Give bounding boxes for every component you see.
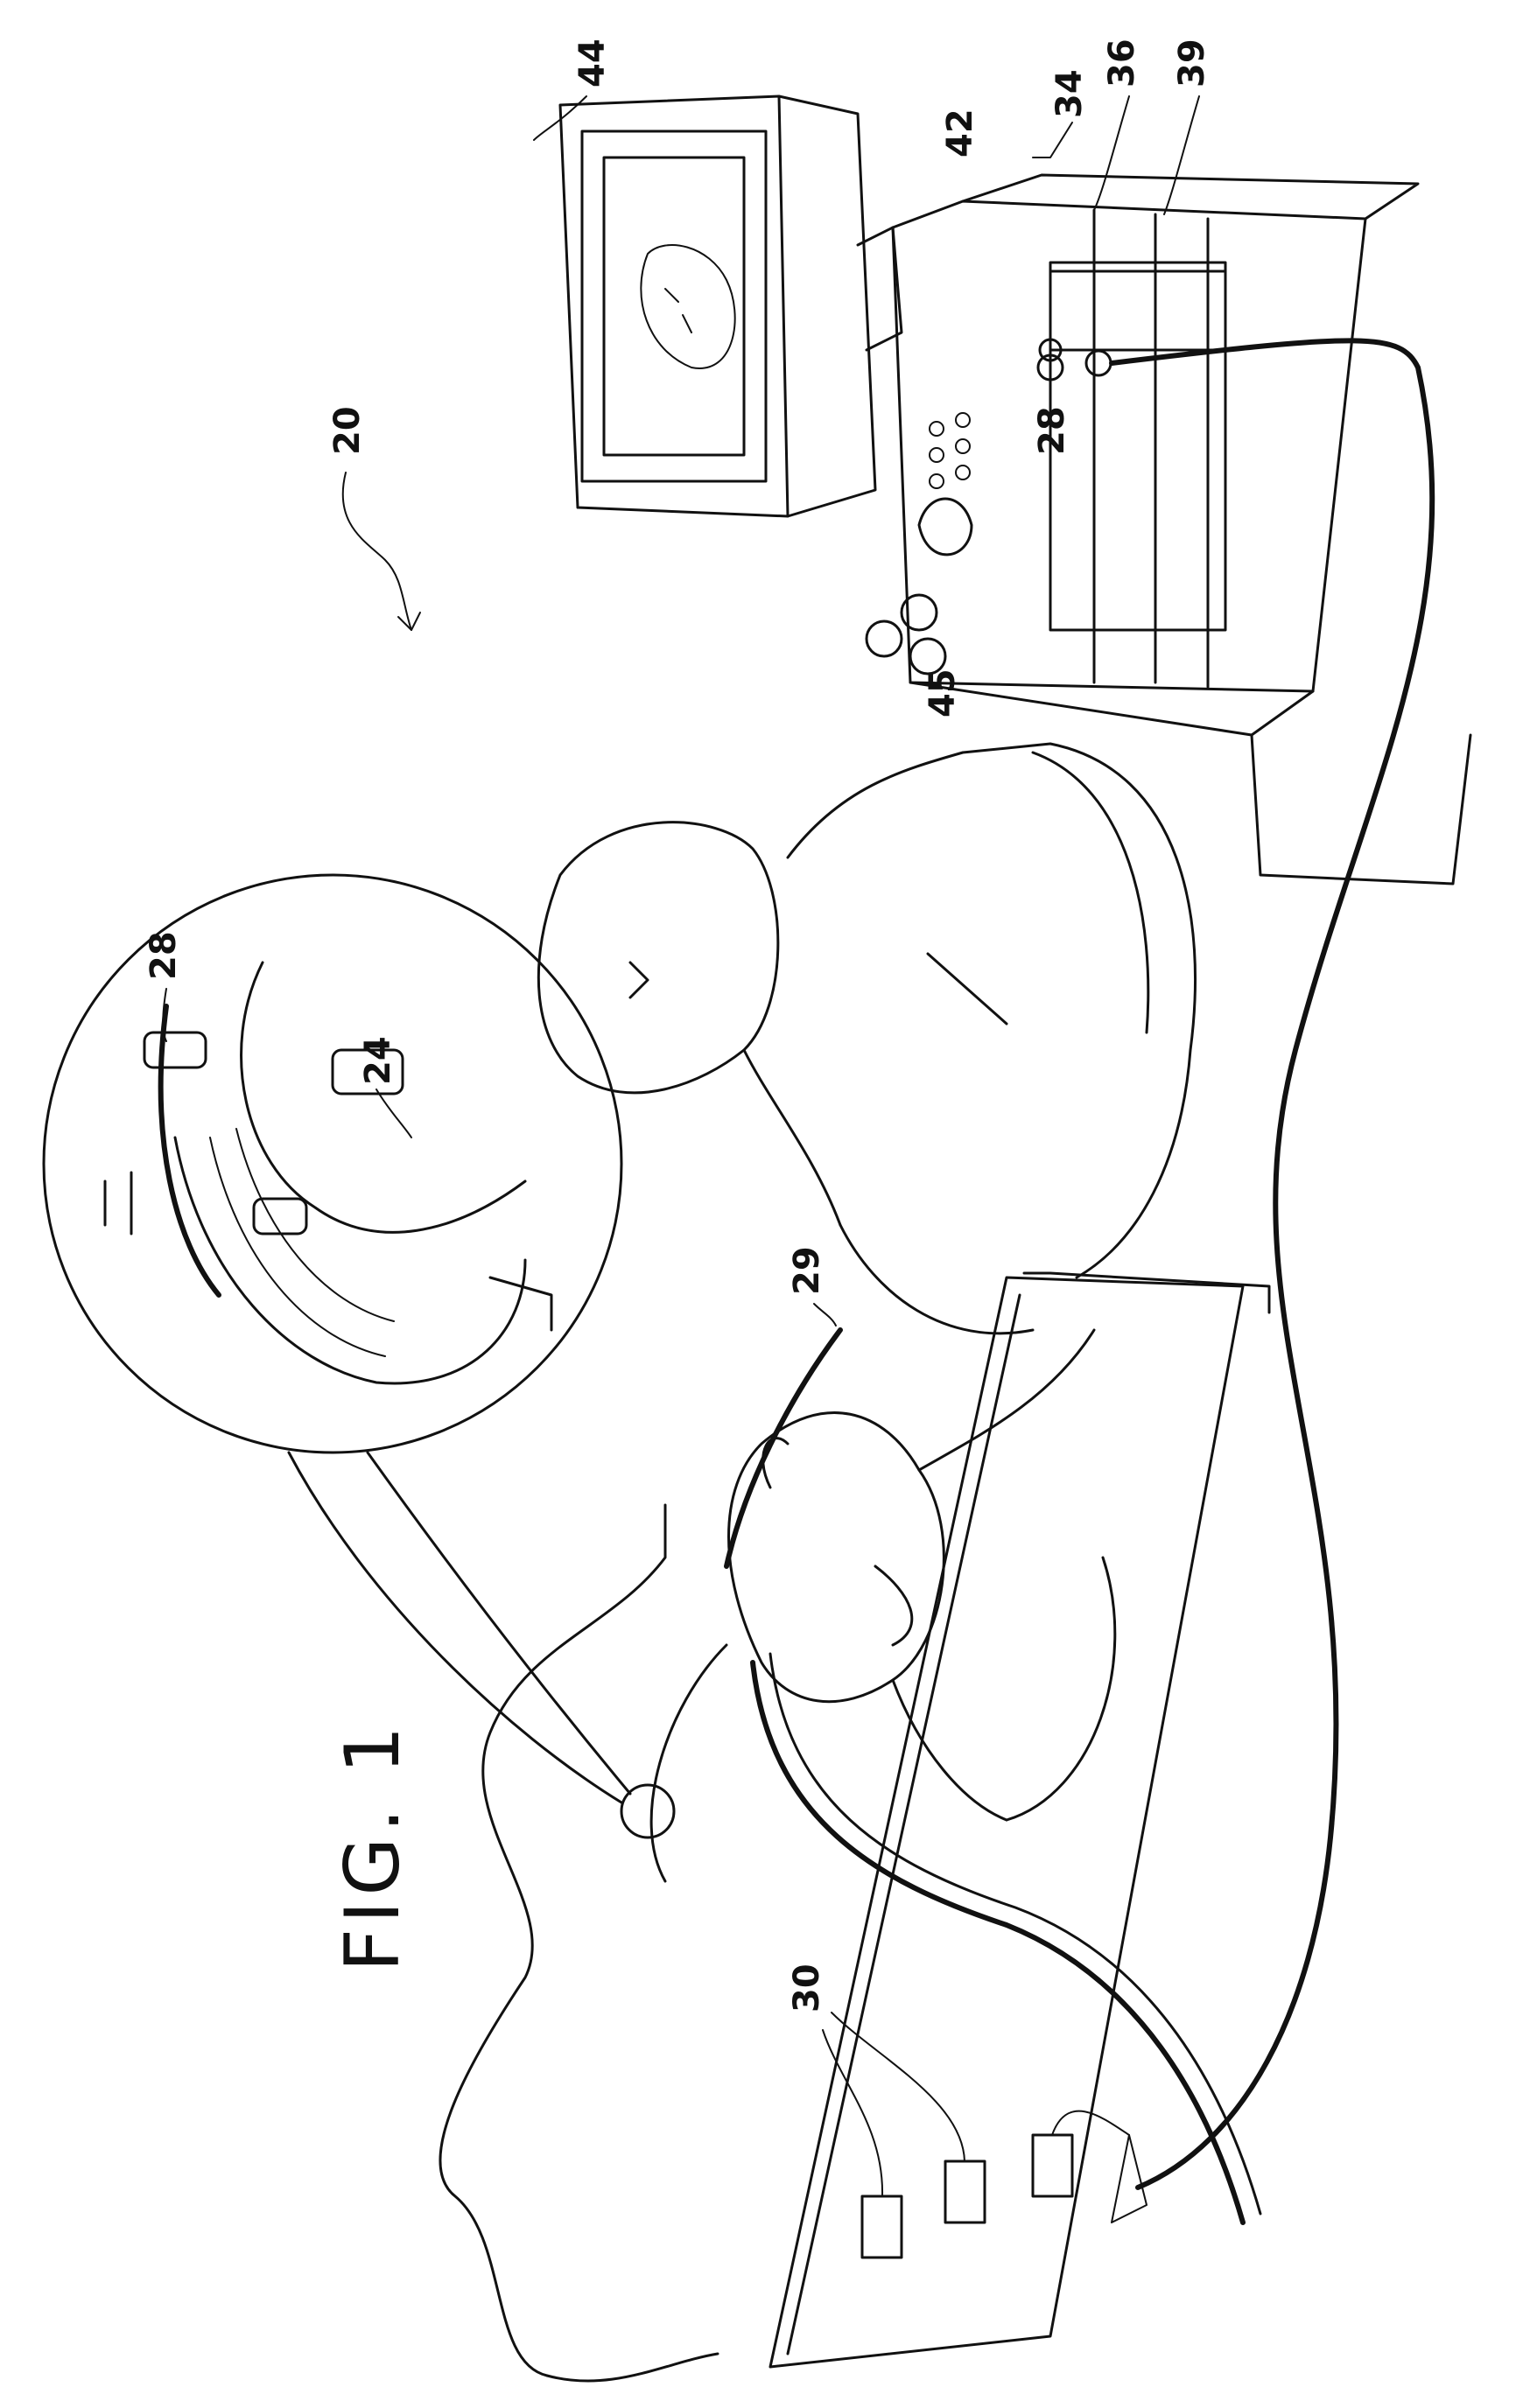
inset-catheter [161,1006,219,1295]
label-catheter-hand: 29 [787,1246,827,1295]
label-system: 20 [327,406,368,455]
figure-caption: FIG. 1 [329,1721,417,1972]
heart-drawing [105,962,551,1383]
electrode-cable [1112,340,1432,2188]
label-console-body: 42 [940,108,980,158]
catheter-tube [753,1662,1243,2222]
patient-body [440,1505,718,2381]
operator-rear [538,744,1195,1334]
heart-inset [44,875,674,1838]
body-electrodes [823,2012,1147,2258]
label-heart: 24 [358,1036,398,1085]
monitor [560,96,902,516]
operator-front [651,1330,1115,1881]
label-display: 45 [923,668,963,718]
label-unit-39: 39 [1172,38,1212,88]
label-catheter-console: 28 [1032,406,1072,455]
catheter-line [726,1330,840,1566]
operating-table [770,1273,1269,2367]
label-catheter-inset: 28 [144,931,184,980]
label-body-electrodes: 30 [787,1964,827,2012]
console-buttons [930,413,970,488]
label-monitor: 44 [572,38,613,88]
label-console: 34 [1049,69,1090,118]
label-unit-36: 36 [1102,38,1142,88]
